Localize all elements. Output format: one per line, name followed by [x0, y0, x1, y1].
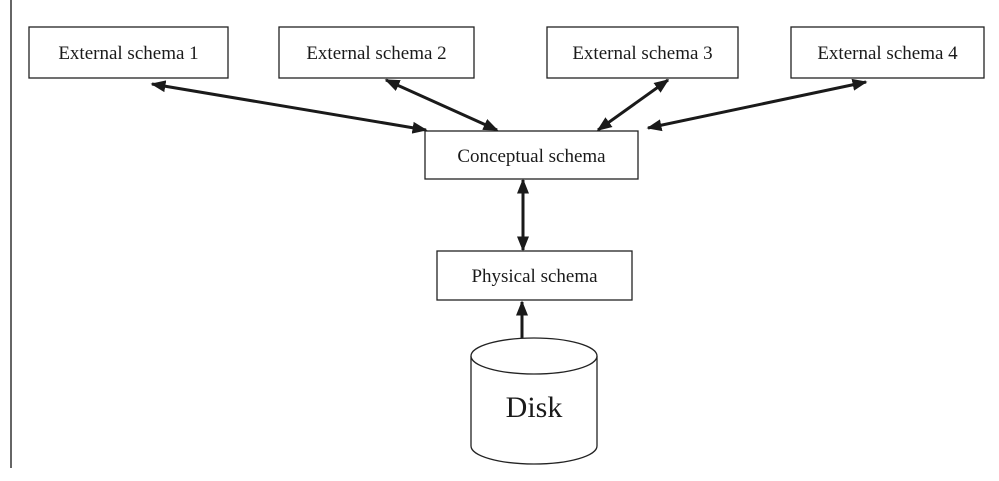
external-schema-1-node: External schema 1	[28, 26, 229, 79]
conceptual-schema-node: Conceptual schema	[424, 130, 639, 180]
disk-label: Disk	[506, 391, 563, 424]
external-schema-2-node: External schema 2	[278, 26, 475, 79]
external-schema-3-node: External schema 3	[546, 26, 739, 79]
conceptual-schema-label: Conceptual schema	[457, 146, 606, 167]
external-schema-4-label: External schema 4	[817, 43, 958, 64]
physical-schema-node: Physical schema	[436, 250, 633, 301]
external-schema-1-label: External schema 1	[58, 43, 198, 64]
arrow-external-1-conceptual	[150, 80, 428, 134]
arrow-external-3-conceptual	[596, 78, 670, 132]
arrow-external-4-conceptual	[646, 78, 868, 132]
disk-cylinder: Disk	[470, 337, 598, 465]
external-schema-3-label: External schema 3	[572, 43, 712, 64]
external-schema-4-node: External schema 4	[790, 26, 985, 79]
physical-schema-label: Physical schema	[471, 266, 598, 287]
arrow-external-2-conceptual	[384, 78, 499, 132]
external-schema-2-label: External schema 2	[306, 43, 446, 64]
